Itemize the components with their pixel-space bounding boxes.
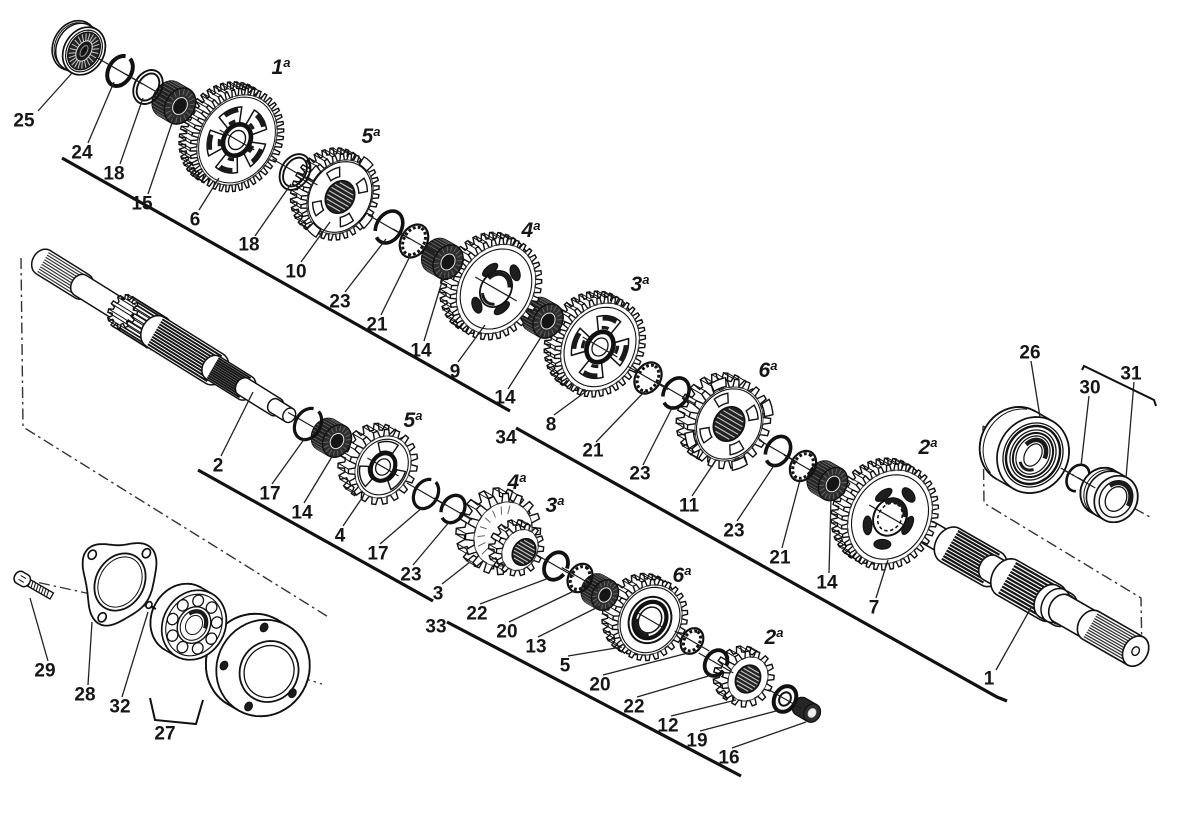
svg-text:30: 30 [1079,378,1100,399]
svg-text:14: 14 [816,573,838,594]
svg-text:26: 26 [1019,343,1040,364]
svg-text:23: 23 [723,521,744,542]
svg-text:28: 28 [74,685,95,706]
svg-text:32: 32 [109,697,130,718]
svg-text:3: 3 [433,584,444,605]
svg-text:24: 24 [71,143,93,164]
svg-text:21: 21 [582,441,604,462]
svg-text:31: 31 [1120,364,1142,385]
svg-text:8: 8 [546,415,557,436]
svg-text:22: 22 [623,697,644,718]
svg-text:1: 1 [984,669,995,690]
svg-text:10: 10 [285,262,306,283]
svg-text:25: 25 [13,111,35,132]
svg-text:29: 29 [34,661,55,682]
svg-text:19: 19 [686,731,707,752]
svg-text:33: 33 [425,617,446,638]
svg-text:17: 17 [259,484,280,505]
svg-text:17: 17 [367,544,388,565]
svg-text:22: 22 [466,604,487,625]
svg-text:14: 14 [494,388,516,409]
svg-text:34: 34 [495,428,517,449]
svg-text:20: 20 [589,675,610,696]
svg-text:23: 23 [400,565,421,586]
svg-text:2: 2 [213,456,224,477]
svg-text:14: 14 [291,503,313,524]
svg-text:7: 7 [869,598,880,619]
svg-text:20: 20 [496,622,517,643]
svg-text:18: 18 [238,235,259,256]
svg-text:12: 12 [657,716,678,737]
svg-text:4: 4 [335,526,346,547]
svg-text:13: 13 [525,637,546,658]
svg-text:23: 23 [629,464,650,485]
svg-text:6: 6 [190,210,201,231]
svg-text:5: 5 [560,656,571,677]
svg-text:15: 15 [131,194,153,215]
svg-text:9: 9 [450,362,461,383]
svg-text:21: 21 [366,315,388,336]
svg-text:23: 23 [329,292,350,313]
svg-text:11: 11 [679,496,700,517]
svg-text:27: 27 [154,724,175,745]
svg-text:14: 14 [410,341,432,362]
svg-text:16: 16 [718,748,739,769]
svg-text:21: 21 [769,548,791,569]
svg-text:18: 18 [103,164,124,185]
